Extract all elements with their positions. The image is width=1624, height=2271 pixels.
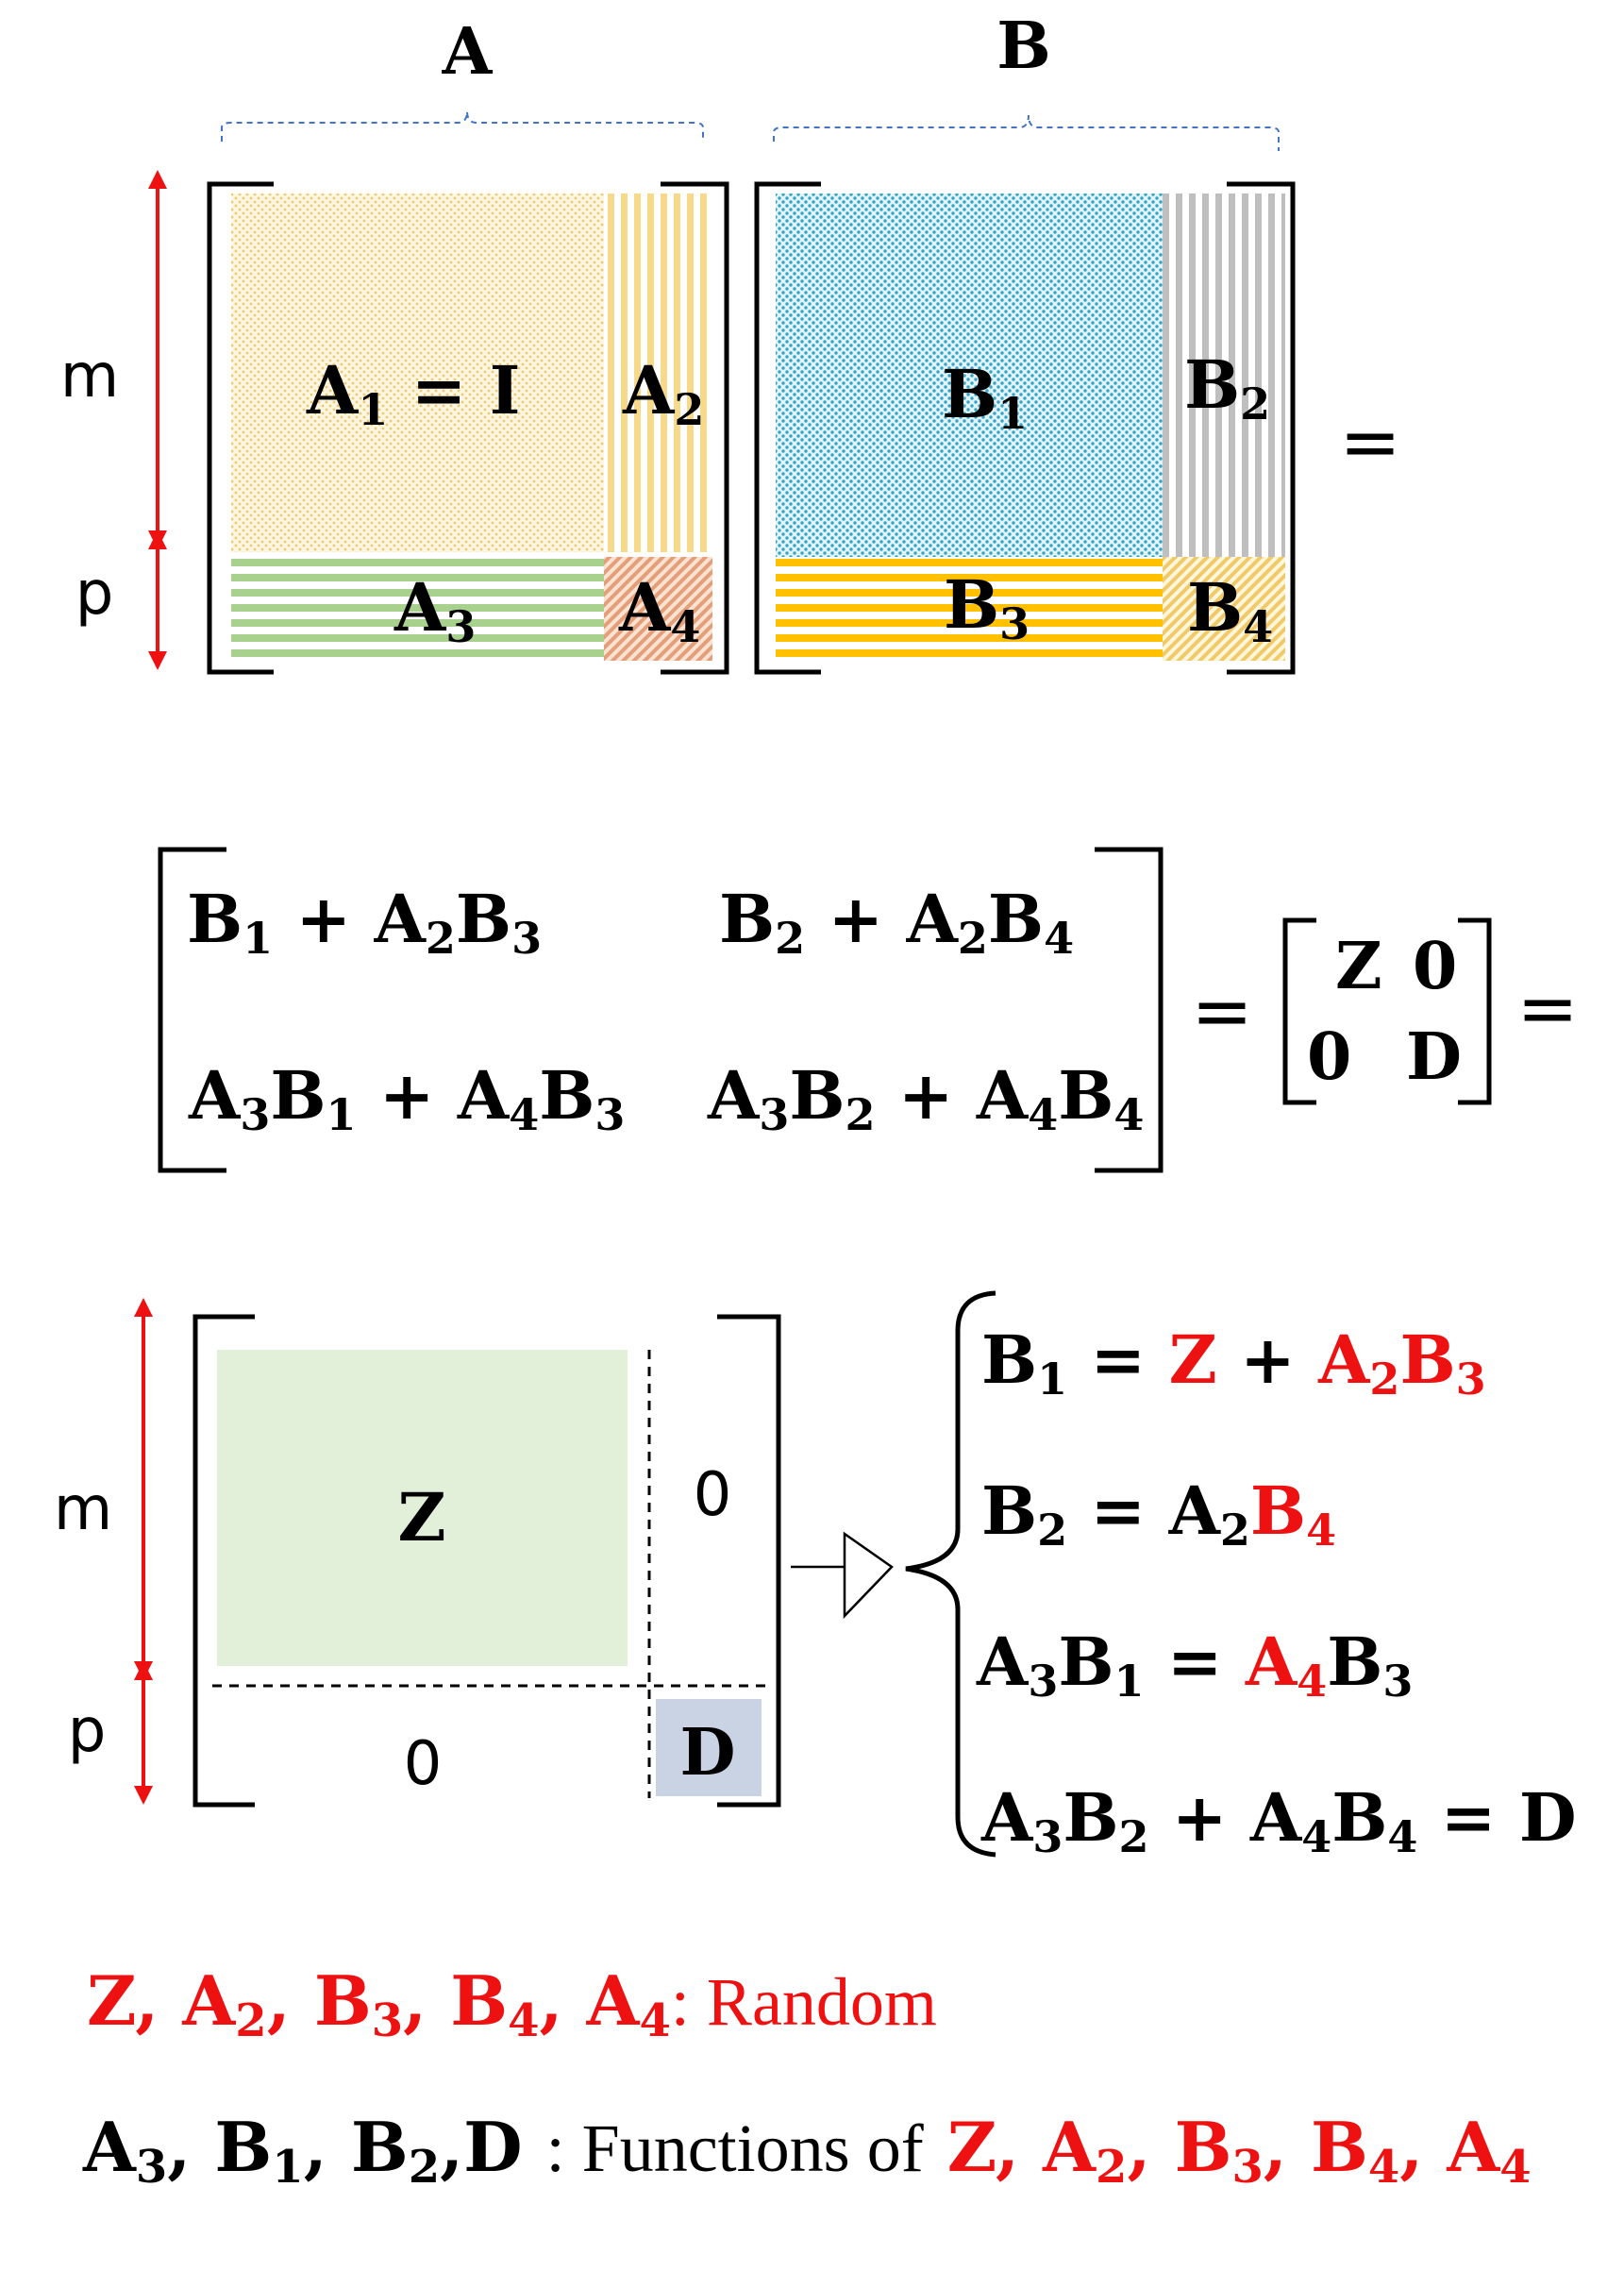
bracket-b-right bbox=[1227, 181, 1296, 675]
bracket-product-right bbox=[1095, 847, 1164, 1173]
dim-p-label-bottom: p bbox=[68, 1696, 107, 1766]
bracket-product-left bbox=[158, 847, 226, 1173]
a3-label: A3 bbox=[393, 568, 476, 652]
product-entry-22: A3B2 + A4B4 bbox=[707, 1056, 1144, 1140]
bracket-a-left bbox=[207, 181, 274, 675]
bracket-zd-left bbox=[1282, 917, 1316, 1105]
b2-label: B2 bbox=[1184, 345, 1270, 429]
product-entry-21: A3B1 + A4B3 bbox=[188, 1056, 625, 1140]
product-equals-1: = bbox=[1191, 969, 1252, 1054]
b4-label: B4 bbox=[1187, 568, 1273, 652]
a2-label: A2 bbox=[622, 351, 704, 435]
b1-label: B1 bbox=[942, 355, 1028, 439]
bottom-zero-bottom: 0 bbox=[404, 1729, 443, 1799]
equation-1: B1 = Z + A2B3 bbox=[981, 1321, 1486, 1405]
label-b: B bbox=[996, 8, 1050, 84]
dim-m-label-bottom: m bbox=[54, 1474, 112, 1544]
equation-2: B2 = A2B4 bbox=[981, 1472, 1336, 1556]
legend-functions: A3, B1, B2,D : Functions of Z, A2, B3, B… bbox=[82, 2107, 1532, 2194]
bracket-zd-right bbox=[1458, 917, 1492, 1105]
block-b1 bbox=[776, 193, 1163, 557]
product-entry-12: B2 + A2B4 bbox=[719, 880, 1074, 964]
block-a2 bbox=[604, 193, 712, 552]
bottom-z: Z bbox=[397, 1478, 445, 1556]
equation-4: A3B2 + A4B4 = D bbox=[980, 1778, 1577, 1862]
zd-zero-2: 0 bbox=[1307, 1019, 1351, 1095]
product-equals-2: = bbox=[1516, 967, 1578, 1051]
zd-zero-1: 0 bbox=[1413, 929, 1457, 1004]
dim-m-label-top: m bbox=[60, 342, 119, 412]
product-entry-11: B1 + A2B3 bbox=[187, 880, 542, 964]
block-b3 bbox=[776, 557, 1163, 661]
bottom-zero-right: 0 bbox=[694, 1460, 732, 1530]
implies-arrow-icon bbox=[791, 1531, 894, 1620]
bottom-d: D bbox=[680, 1715, 736, 1791]
equation-3: A3B1 = A4B3 bbox=[976, 1623, 1413, 1707]
bracket-b-left bbox=[754, 181, 821, 675]
bracket-zd-big-right bbox=[717, 1314, 781, 1808]
block-b4 bbox=[1163, 557, 1285, 661]
legend-random: Z, A2, B3, B4, A4: Random bbox=[87, 1960, 937, 2047]
top-equals: = bbox=[1339, 400, 1400, 485]
label-a: A bbox=[442, 14, 494, 90]
a4-label: A4 bbox=[618, 568, 700, 652]
dim-p-label-top: p bbox=[75, 559, 114, 629]
bracket-a-right bbox=[661, 181, 729, 675]
block-a3 bbox=[231, 557, 604, 661]
brace-a bbox=[221, 110, 704, 142]
block-z bbox=[217, 1350, 628, 1666]
block-a4 bbox=[604, 557, 712, 661]
block-a1 bbox=[231, 193, 604, 552]
zd-d: D bbox=[1406, 1019, 1462, 1095]
zd-z: Z bbox=[1335, 929, 1382, 1004]
block-b2 bbox=[1163, 193, 1285, 557]
bracket-zd-big-left bbox=[193, 1314, 255, 1808]
b3-label: B3 bbox=[944, 565, 1030, 649]
system-curly-brace bbox=[905, 1290, 996, 1858]
a1-label: A1 = I bbox=[306, 351, 520, 435]
block-d bbox=[656, 1699, 762, 1796]
brace-b bbox=[773, 114, 1280, 151]
